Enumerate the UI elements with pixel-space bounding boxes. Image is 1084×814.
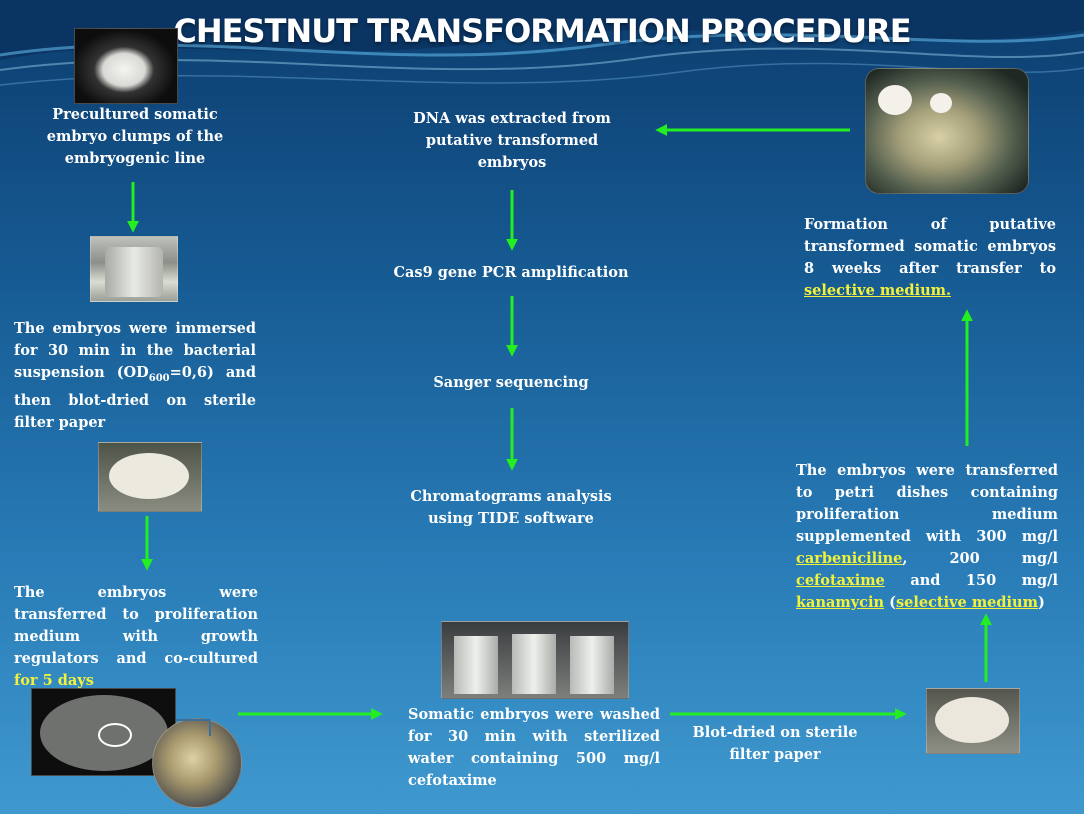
step-sanger-text: Sanger sequencing [433,374,589,391]
step-wash-text: Somatic embryos were washed for 30 min w… [408,706,660,789]
filter-paper-dish-photo [98,442,202,512]
step-pcr-text: Cas9 gene PCR amplification [393,264,629,281]
carbeniciline-term: carbeniciline [796,550,903,567]
embryo-clump-photo [74,28,178,104]
coculture-petri-dish-photo [31,688,176,776]
coculture-duration-highlight: for 5 days [14,672,94,689]
step-immersion-text: The embryos were immersed for 30 min in … [14,320,256,431]
selective-medium-dish-photo [926,688,1020,754]
kanamycin-term: kanamycin [796,594,885,611]
putative-transformed-embryos-photo [865,68,1029,194]
od-subscript: 600 [148,372,170,384]
embryo-closeup-photo [152,718,242,808]
step-blot-text: Blot-dried on sterile filter paper [692,724,858,763]
step-formation-text: Formation of putative transformed somati… [804,216,1056,299]
formation-selective-medium-term: selective medium. [804,282,952,299]
cefotaxime-term: cefotaxime [796,572,885,589]
selective-medium-term: selective medium [895,594,1038,611]
washing-beakers-photo [441,621,629,699]
step-preculture-text: Precultured somatic embryo clumps of the… [46,106,224,167]
bacterial-suspension-jar-photo [90,236,178,302]
step-selective-text: The embryos were transferred to petri di… [796,462,1058,611]
step-dna-text: DNA was extracted from putative transfor… [413,110,611,171]
step-chromatogram-text: Chromatograms analysis using TIDE softwa… [410,488,612,527]
step-coculture-text: The embryos were transferred to prolifer… [14,584,258,689]
page-title: CHESTNUT TRANSFORMATION PROCEDURE [173,12,911,50]
